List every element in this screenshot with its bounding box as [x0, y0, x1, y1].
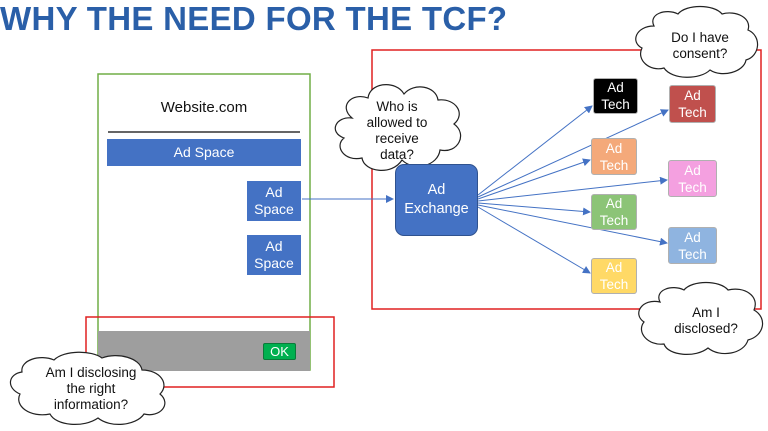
arrow-exchange-to-adtech-1: [477, 105, 593, 196]
arrow-exchange-to-adtech-5: [477, 202, 591, 216]
cloud-disclosed-text: Am I disclosed?: [674, 305, 738, 336]
cloud-disclosing-text: Am I disclosing the right information?: [45, 365, 137, 412]
arrow-exchange-to-adtech-6: [477, 204, 668, 246]
ad-space-1: Ad Space: [247, 181, 301, 221]
ok-button[interactable]: OK: [263, 343, 296, 360]
cloud-consent-text: Do I have consent?: [671, 30, 729, 61]
cloud-who-allowed-text: Who is allowed to receive data?: [366, 99, 428, 162]
website-name: Website.com: [160, 98, 248, 116]
cloud-disclosed: [638, 281, 764, 355]
ad-tech-red: Ad Tech: [669, 85, 716, 123]
cloud-consent: [635, 5, 759, 78]
ad-tech-pink: Ad Tech: [668, 160, 717, 197]
ad-tech-green: Ad Tech: [591, 194, 637, 230]
ad-tech-blue: Ad Tech: [668, 227, 717, 264]
cloud-disclosing: [9, 351, 166, 425]
arrow-exchange-to-adtech-2: [477, 109, 669, 198]
ad-tech-orange: Ad Tech: [591, 138, 637, 175]
ad-space-banner: Ad Space: [107, 139, 301, 166]
page-title: WHY THE NEED FOR THE TCF?: [0, 0, 508, 37]
ad-space-2: Ad Space: [247, 235, 301, 275]
website-frame: [97, 73, 311, 371]
arrows: [302, 105, 669, 274]
arrow-exchange-to-adtech-7: [477, 206, 591, 274]
ad-tech-black: Ad Tech: [593, 78, 638, 114]
ecosystem-highlight-box: [371, 49, 762, 310]
ad-exchange: Ad Exchange: [395, 164, 478, 236]
arrow-exchange-to-adtech-3: [477, 158, 591, 200]
ad-tech-yellow: Ad Tech: [591, 258, 637, 294]
arrow-exchange-to-adtech-4: [477, 176, 668, 202]
cloud-who-allowed: [334, 84, 462, 171]
